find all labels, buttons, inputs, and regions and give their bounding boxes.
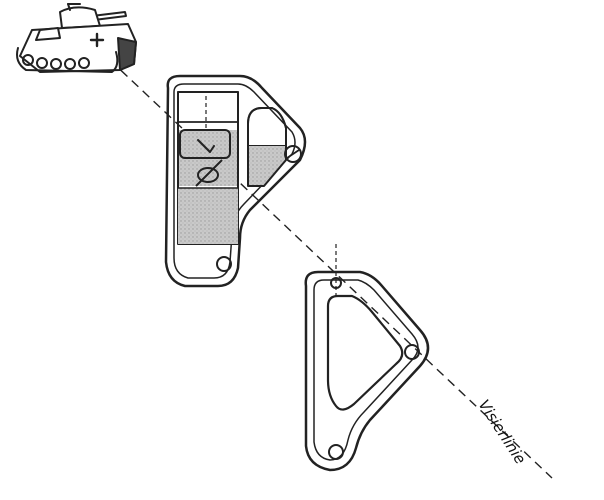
screw-upper	[284, 145, 302, 163]
hole-upper	[216, 256, 232, 272]
screw-lower	[404, 344, 420, 360]
hole-lower	[328, 444, 344, 460]
tank-illustration	[16, 3, 137, 73]
front-sight-plate	[164, 74, 307, 288]
sight-window-right	[247, 107, 287, 187]
sight-line	[109, 59, 553, 479]
rear-sight-plate	[304, 244, 430, 472]
sight-line-label: Visierlinie	[475, 396, 530, 467]
